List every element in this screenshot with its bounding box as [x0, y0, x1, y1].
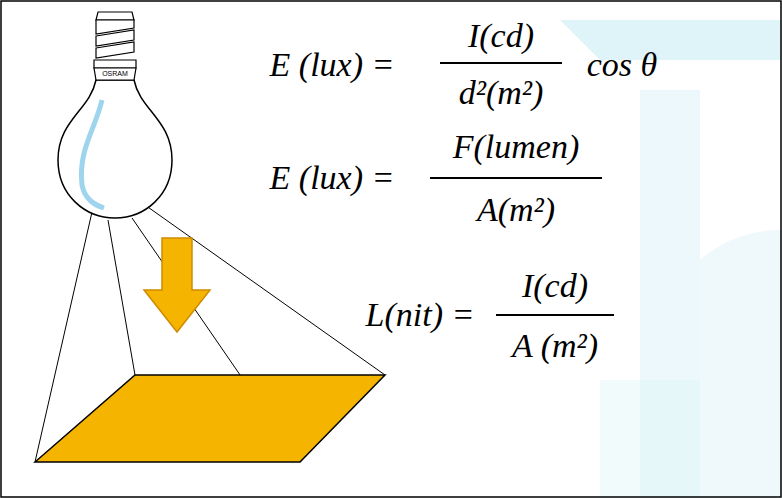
down-arrow	[144, 238, 210, 332]
numerator: I(cd)	[522, 267, 588, 304]
numerator: I(cd)	[468, 17, 534, 54]
lit-surface	[35, 375, 385, 462]
denominator: d²(m²)	[459, 74, 544, 111]
brand-text: OSRAM	[102, 70, 128, 78]
formula-text: L(nit) =	[366, 296, 475, 333]
formula-text: E (lux) =	[270, 46, 395, 83]
denominator: A (m²)	[512, 327, 598, 364]
light-bulb	[58, 12, 172, 218]
formula-text: E (lux) =	[270, 159, 395, 196]
light-cone	[35, 205, 385, 462]
numerator: F(lumen)	[453, 128, 580, 165]
fraction-bars	[430, 63, 614, 315]
formula-text: cos θ	[587, 46, 658, 83]
watermark	[560, 20, 782, 498]
denominator: A(m²)	[477, 191, 555, 228]
